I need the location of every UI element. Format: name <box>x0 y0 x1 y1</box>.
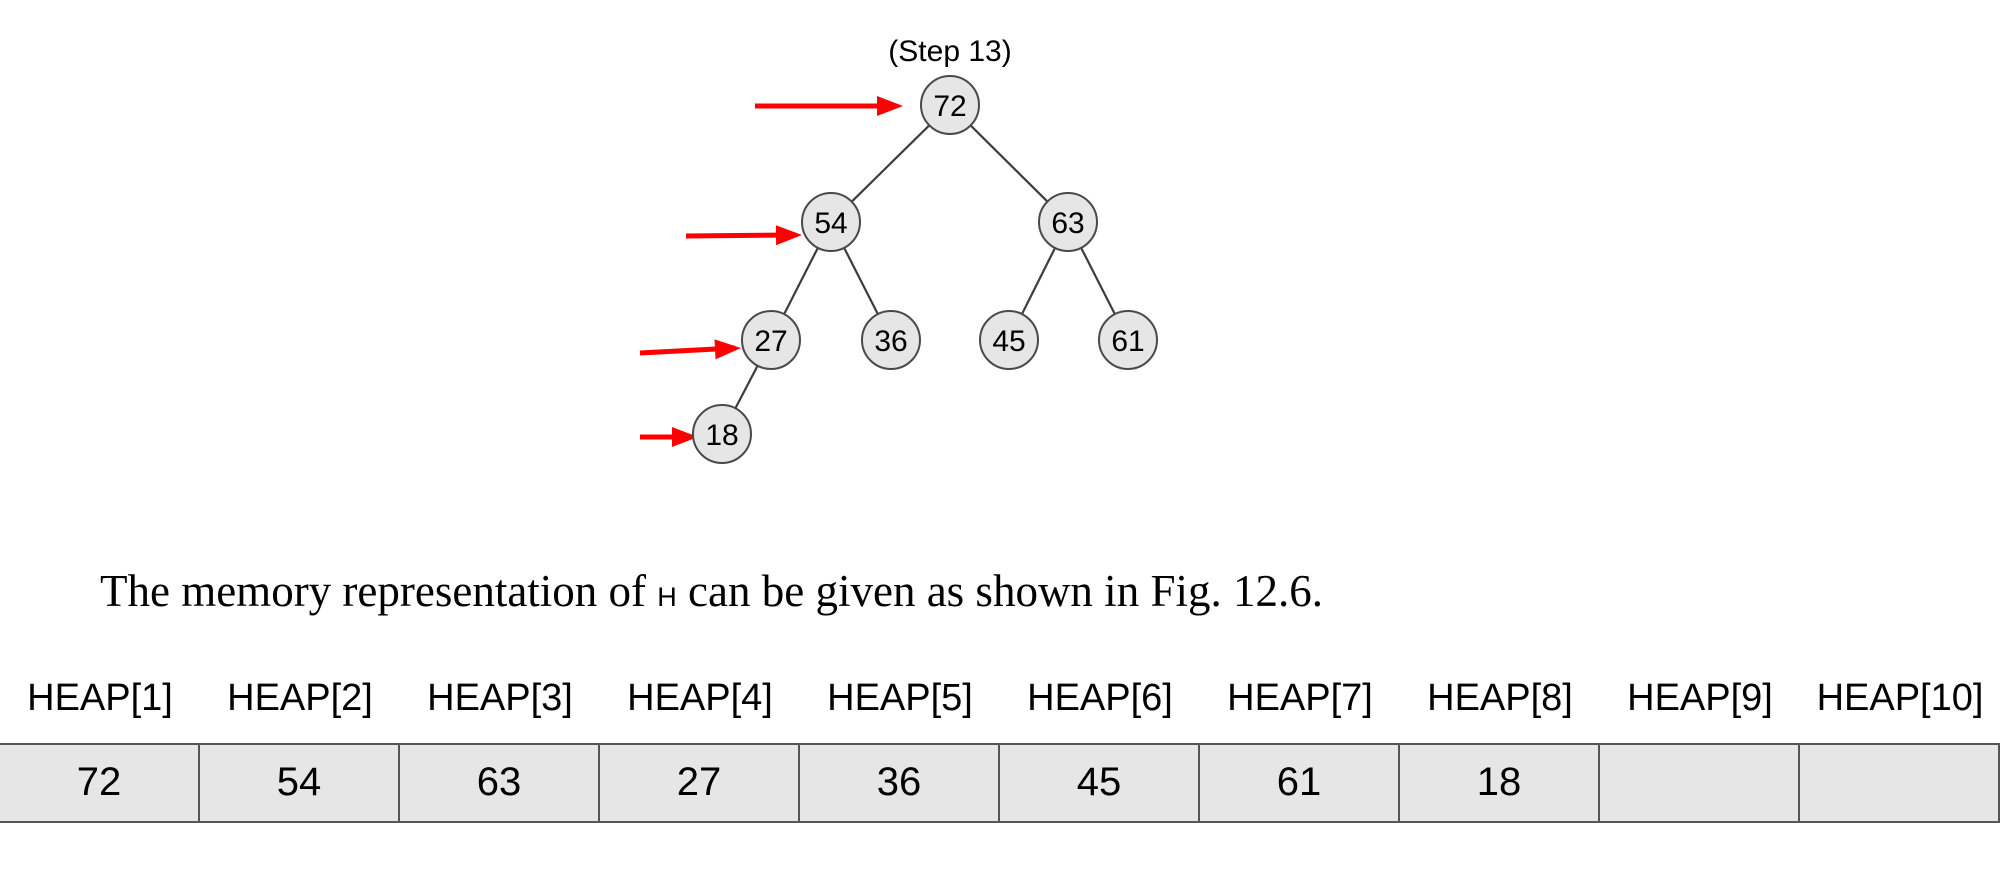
tree-node-circle <box>1038 192 1098 252</box>
heap-value-cell: 27 <box>600 745 800 821</box>
caption-before: The memory representation of <box>100 566 658 616</box>
tree-node-circle <box>861 310 921 370</box>
tree-node: 63 <box>1038 192 1098 252</box>
tree-node-value: 27 <box>754 325 787 358</box>
heap-header-cell: HEAP[9] <box>1627 677 1773 719</box>
tree-node: 45 <box>979 310 1039 370</box>
heap-value-cell: 36 <box>800 745 1000 821</box>
heap-header-cell: HEAP[10] <box>1816 677 1984 719</box>
caption-text: The memory representation of H can be gi… <box>100 565 1323 617</box>
heap-value-cell: 61 <box>1200 745 1400 821</box>
tree-node-value: 18 <box>705 419 738 452</box>
tree-edge <box>783 247 819 315</box>
heap-header-row: HEAP[1] HEAP[2] HEAP[3] HEAP[4] HEAP[5] … <box>0 670 2000 726</box>
heap-value-cell: 18 <box>1400 745 1600 821</box>
tree-node-circle <box>741 310 801 370</box>
tree-node: 18 <box>692 404 752 464</box>
pointer-arrowhead-icon <box>877 96 903 116</box>
tree-node-circle <box>1098 310 1158 370</box>
heap-header-cell: HEAP[5] <box>827 677 973 719</box>
heap-tree-diagram: (Step 13) 72 54 63 27 36 45 61 18 <box>639 35 1158 464</box>
tree-node: 72 <box>920 75 980 135</box>
tree-node-value: 45 <box>992 325 1025 358</box>
nodes-layer: 72 54 63 27 36 45 61 18 <box>692 75 1158 464</box>
pointer-arrowhead-icon <box>775 225 802 246</box>
heap-header-cell: HEAP[1] <box>27 677 173 719</box>
heap-value-cell <box>1800 745 2000 821</box>
heap-value-row: 72 54 63 27 36 45 61 18 <box>0 743 2000 823</box>
tree-edge <box>969 124 1049 203</box>
tree-node-value: 36 <box>874 325 907 358</box>
caption-symbol: H <box>657 582 677 612</box>
heap-header-cell: HEAP[6] <box>1027 677 1173 719</box>
heap-header-cell: HEAP[4] <box>627 677 773 719</box>
tree-node: 54 <box>801 192 861 252</box>
heap-value-cell: 72 <box>0 745 200 821</box>
tree-node-value: 54 <box>814 207 847 240</box>
tree-edge <box>1080 247 1116 315</box>
tree-node: 36 <box>861 310 921 370</box>
arrows-layer <box>639 96 903 447</box>
pointer-arrowhead-icon <box>714 339 741 360</box>
heap-header-cell: HEAP[3] <box>427 677 573 719</box>
heap-value-cell <box>1600 745 1800 821</box>
heap-value-cell: 63 <box>400 745 600 821</box>
tree-node: 61 <box>1098 310 1158 370</box>
heap-value-cell: 45 <box>1000 745 1200 821</box>
tree-node-value: 72 <box>933 90 966 123</box>
tree-node-value: 61 <box>1111 325 1144 358</box>
pointer-arrowhead-icon <box>672 427 698 447</box>
tree-node-circle <box>801 192 861 252</box>
heap-header-cell: HEAP[8] <box>1427 677 1573 719</box>
tree-edge <box>850 124 931 203</box>
tree-edge <box>1020 247 1057 315</box>
edges-layer <box>734 124 1116 409</box>
tree-node-circle <box>979 310 1039 370</box>
tree-node: 27 <box>741 310 801 370</box>
heap-array-table: HEAP[1] HEAP[2] HEAP[3] HEAP[4] HEAP[5] … <box>0 670 2000 823</box>
tree-edge <box>843 247 879 315</box>
tree-node-circle <box>692 404 752 464</box>
tree-node-value: 63 <box>1051 207 1084 240</box>
tree-edge <box>734 365 759 409</box>
heap-header-cell: HEAP[7] <box>1227 677 1373 719</box>
step-label: (Step 13) <box>888 35 1011 68</box>
tree-node-circle <box>920 75 980 135</box>
heap-header-cell: HEAP[2] <box>227 677 373 719</box>
heap-value-cell: 54 <box>200 745 400 821</box>
caption-after: can be given as shown in Fig. 12.6. <box>676 566 1323 616</box>
